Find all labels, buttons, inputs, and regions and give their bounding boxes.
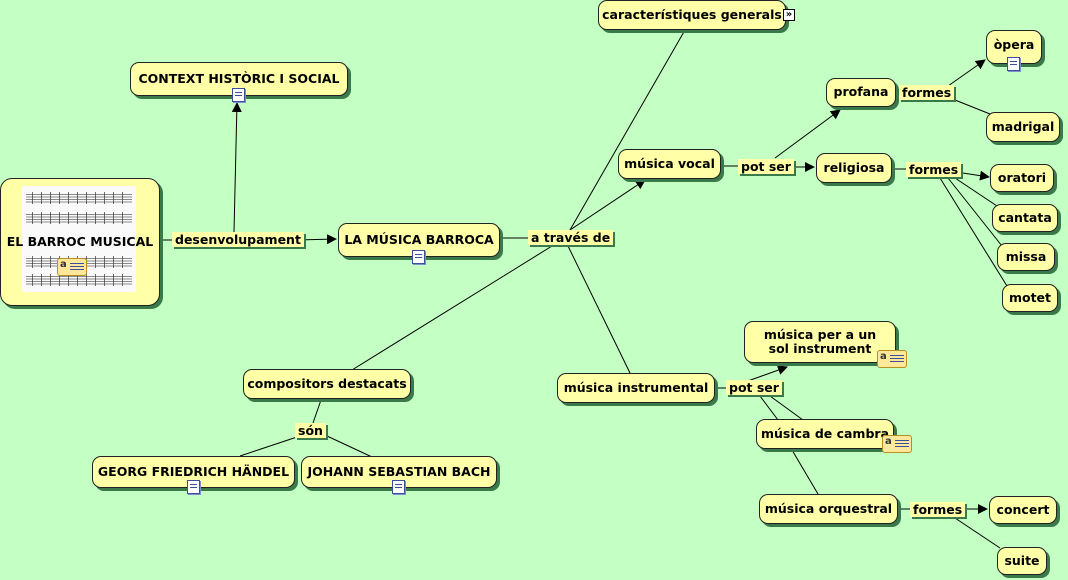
annotation-icon[interactable]: a (877, 350, 907, 368)
link-label-pot-ser-vocal: pot ser (738, 159, 794, 174)
line-formes-suite (951, 515, 1001, 549)
line-atraves-caracteristiques (569, 29, 686, 231)
line-son-bach (326, 435, 373, 458)
line-formes-motet (939, 177, 1008, 287)
document-icon[interactable] (1007, 57, 1020, 71)
node-cantata[interactable]: cantata (992, 204, 1058, 232)
annotation-icon[interactable]: a (882, 435, 912, 453)
node-musica-vocal[interactable]: música vocal (618, 149, 721, 179)
link-label-a-traves-de: a través de (528, 230, 614, 245)
line-atraves-compositors (351, 245, 553, 371)
link-label-son: són (295, 423, 326, 438)
node-profana[interactable]: profana (826, 78, 896, 107)
line-son-handel (239, 435, 301, 457)
node-musica-instrumental[interactable]: música instrumental (557, 373, 715, 403)
document-icon[interactable] (232, 88, 245, 102)
link-label-desenvolupament: desenvolupament (172, 232, 304, 247)
expand-chevron-icon[interactable]: » (783, 9, 795, 21)
link-label-formes-religiosa: formes (906, 162, 962, 177)
node-caracteristiques-generals[interactable]: característiques generals (598, 0, 786, 30)
link-label-pot-ser-instrumental: pot ser (726, 380, 782, 395)
node-handel[interactable]: GEORG FRIEDRICH HÄNDEL (92, 456, 295, 488)
node-motet[interactable]: motet (1002, 284, 1058, 312)
node-musica-sol-instrument[interactable]: música per a un sol instrument (744, 321, 896, 363)
line-formes-missa (947, 177, 1003, 247)
node-musica-cambra[interactable]: música de cambra (756, 419, 894, 449)
line-desenvolupament-context (231, 102, 242, 233)
line-formes-oratori (955, 170, 990, 181)
node-compositors-destacats[interactable]: compositors destacats (243, 369, 411, 399)
line-potser-cambra2 (769, 395, 804, 421)
node-context-historic[interactable]: CONTEXT HISTÒRIC I SOCIAL (130, 62, 348, 96)
node-religiosa[interactable]: religiosa (816, 153, 892, 183)
line-formes-cantata (954, 177, 998, 207)
line-compositors-son (312, 399, 322, 424)
document-icon[interactable] (412, 250, 425, 264)
annotation-icon[interactable]: a (57, 258, 87, 276)
line-potser-cambra1 (759, 395, 779, 421)
document-icon[interactable] (392, 480, 405, 494)
link-label-formes-orquestral: formes (910, 502, 966, 517)
document-icon[interactable] (187, 480, 200, 494)
link-label-formes-profana: formes (899, 85, 955, 100)
node-el-barroc-musical-label: EL BARROC MUSICAL (6, 234, 154, 249)
line-potser-solinstrument (744, 365, 788, 383)
line-potser-profana (774, 109, 841, 159)
musical-score-image (22, 186, 136, 292)
line-atraves-instrumental (567, 245, 631, 374)
node-la-musica-barroca[interactable]: LA MÚSICA BARROCA (338, 223, 500, 257)
node-musica-orquestral[interactable]: música orquestral (759, 494, 898, 524)
line-formes-opera (947, 59, 986, 87)
node-concert[interactable]: concert (989, 496, 1057, 524)
line-formes-madrigal (949, 97, 991, 115)
node-suite[interactable]: suite (997, 547, 1047, 575)
line-cambra-orquestral (791, 449, 819, 495)
node-oratori[interactable]: oratori (990, 164, 1054, 192)
node-madrigal[interactable]: madrigal (986, 112, 1060, 142)
node-missa[interactable]: missa (997, 243, 1055, 271)
